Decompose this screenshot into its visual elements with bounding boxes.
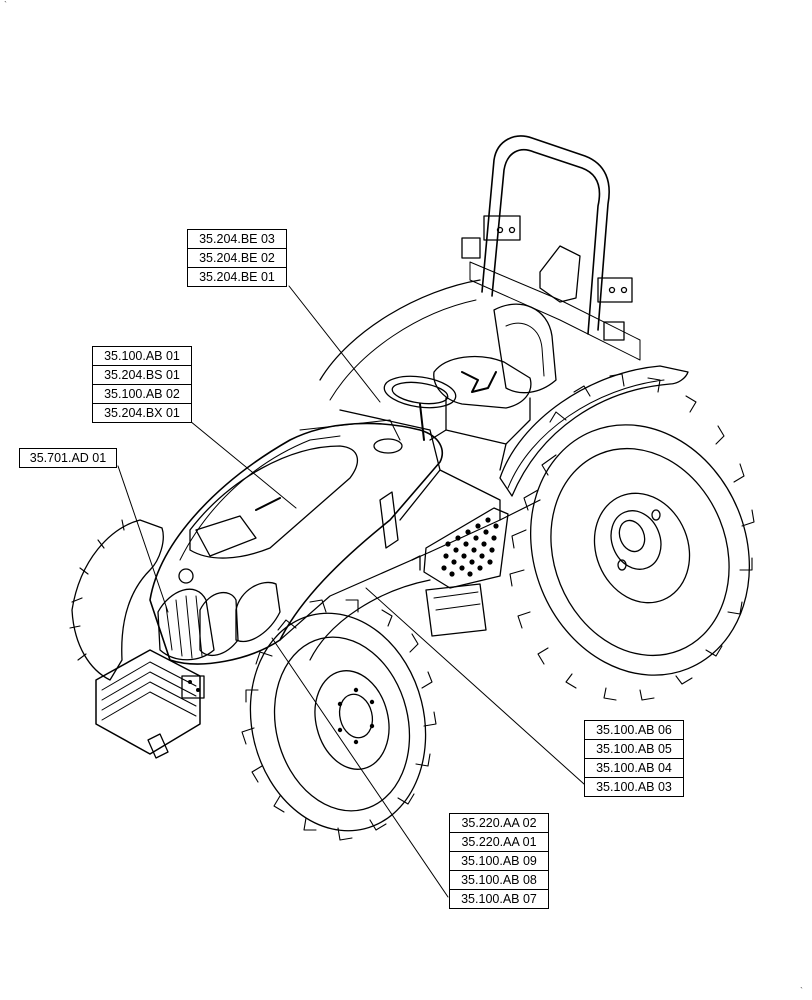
front-grille-assembly (157, 568, 281, 661)
ref-code: 35.220.AA 02 (461, 816, 537, 830)
ref-code: 35.100.AB 09 (450, 851, 548, 870)
front-tire-inner (273, 636, 411, 812)
side-handle (379, 491, 399, 549)
front-wheel-right (241, 599, 437, 841)
leader-line-front-grille (117, 465, 169, 613)
front-tread-lugs (241, 599, 437, 841)
leader-line-side-panel (365, 587, 585, 785)
roll-bar (461, 135, 641, 361)
ref-code: 35.701.AD 01 (29, 451, 107, 465)
roll-bar-bracket (483, 215, 521, 241)
rear-fender (499, 365, 689, 497)
grille (157, 588, 215, 661)
steering-wheel (383, 375, 457, 441)
footstep-holes (441, 517, 499, 577)
platform (319, 279, 501, 521)
headlight (199, 591, 239, 657)
ref-code: 35.100.AB 03 (585, 777, 683, 796)
ref-code: 35.204.BE 03 (199, 232, 275, 246)
weight-bracket (181, 675, 205, 699)
rear-tread-lugs (509, 373, 755, 701)
leader-lines (117, 285, 585, 898)
callout-front-wheel: 35.220.AA 02 35.220.AA 01 35.100.AB 09 3… (449, 813, 549, 909)
callout-front-grille: 35.701.AD 01 (19, 448, 117, 468)
ref-code: 35.220.AA 01 (450, 832, 548, 851)
corner-mark-top-left: ` (4, 0, 7, 10)
ref-code: 35.100.AB 01 (104, 349, 180, 363)
rear-tire-outer (529, 424, 751, 676)
rear-work-light (461, 237, 481, 259)
hood-panel (189, 445, 359, 559)
hood-vent (195, 515, 257, 557)
lower-step (425, 583, 487, 637)
roll-bar-bracket (597, 277, 633, 303)
rear-hub-cap (618, 519, 646, 553)
footstep-plate (423, 507, 509, 637)
fuel-cap (373, 438, 403, 454)
ref-code: 35.100.AB 06 (596, 723, 672, 737)
ref-code: 35.100.AB 04 (585, 758, 683, 777)
ref-code: 35.204.BX 01 (93, 403, 191, 422)
leader-line-front-wheel (271, 637, 449, 898)
front-weights (95, 649, 205, 759)
rear-hub-bolt (617, 559, 627, 571)
chassis (279, 499, 541, 661)
front-hub (338, 693, 374, 739)
rear-hub (610, 510, 662, 570)
hood (149, 419, 444, 665)
front-hub-bolts (337, 687, 375, 745)
front-wheel-left (69, 519, 164, 681)
corner-mark-bottom-right: ` (800, 986, 803, 996)
callout-side-panel: 35.100.AB 06 35.100.AB 05 35.100.AB 04 3… (584, 720, 684, 797)
ref-code: 35.100.AB 02 (93, 384, 191, 403)
ref-code: 35.204.BE 02 (188, 248, 286, 267)
front-tire-outer (249, 612, 427, 832)
front-rim (314, 670, 390, 770)
ref-code: 35.100.AB 07 (450, 889, 548, 908)
ref-code: 35.204.BE 01 (188, 267, 286, 286)
ref-code: 35.204.BS 01 (93, 365, 191, 384)
leader-line-roll-bar (288, 285, 381, 403)
rear-rim (593, 492, 691, 604)
ref-code: 35.100.AB 08 (450, 870, 548, 889)
headlight (235, 581, 281, 642)
rear-hub-bolt (651, 509, 661, 521)
rear-work-light (603, 321, 625, 341)
rear-tire-inner (550, 447, 730, 657)
callout-hood: 35.100.AB 01 35.204.BS 01 35.100.AB 02 3… (92, 346, 192, 423)
leader-line-hood (189, 420, 297, 509)
callout-roll-bar: 35.204.BE 03 35.204.BE 02 35.204.BE 01 (187, 229, 287, 287)
hood-logo (178, 568, 194, 584)
seat-logo (461, 371, 497, 393)
ref-code: 35.100.AB 05 (585, 739, 683, 758)
roll-bar-plate (539, 245, 581, 303)
rear-wheel (509, 373, 755, 701)
